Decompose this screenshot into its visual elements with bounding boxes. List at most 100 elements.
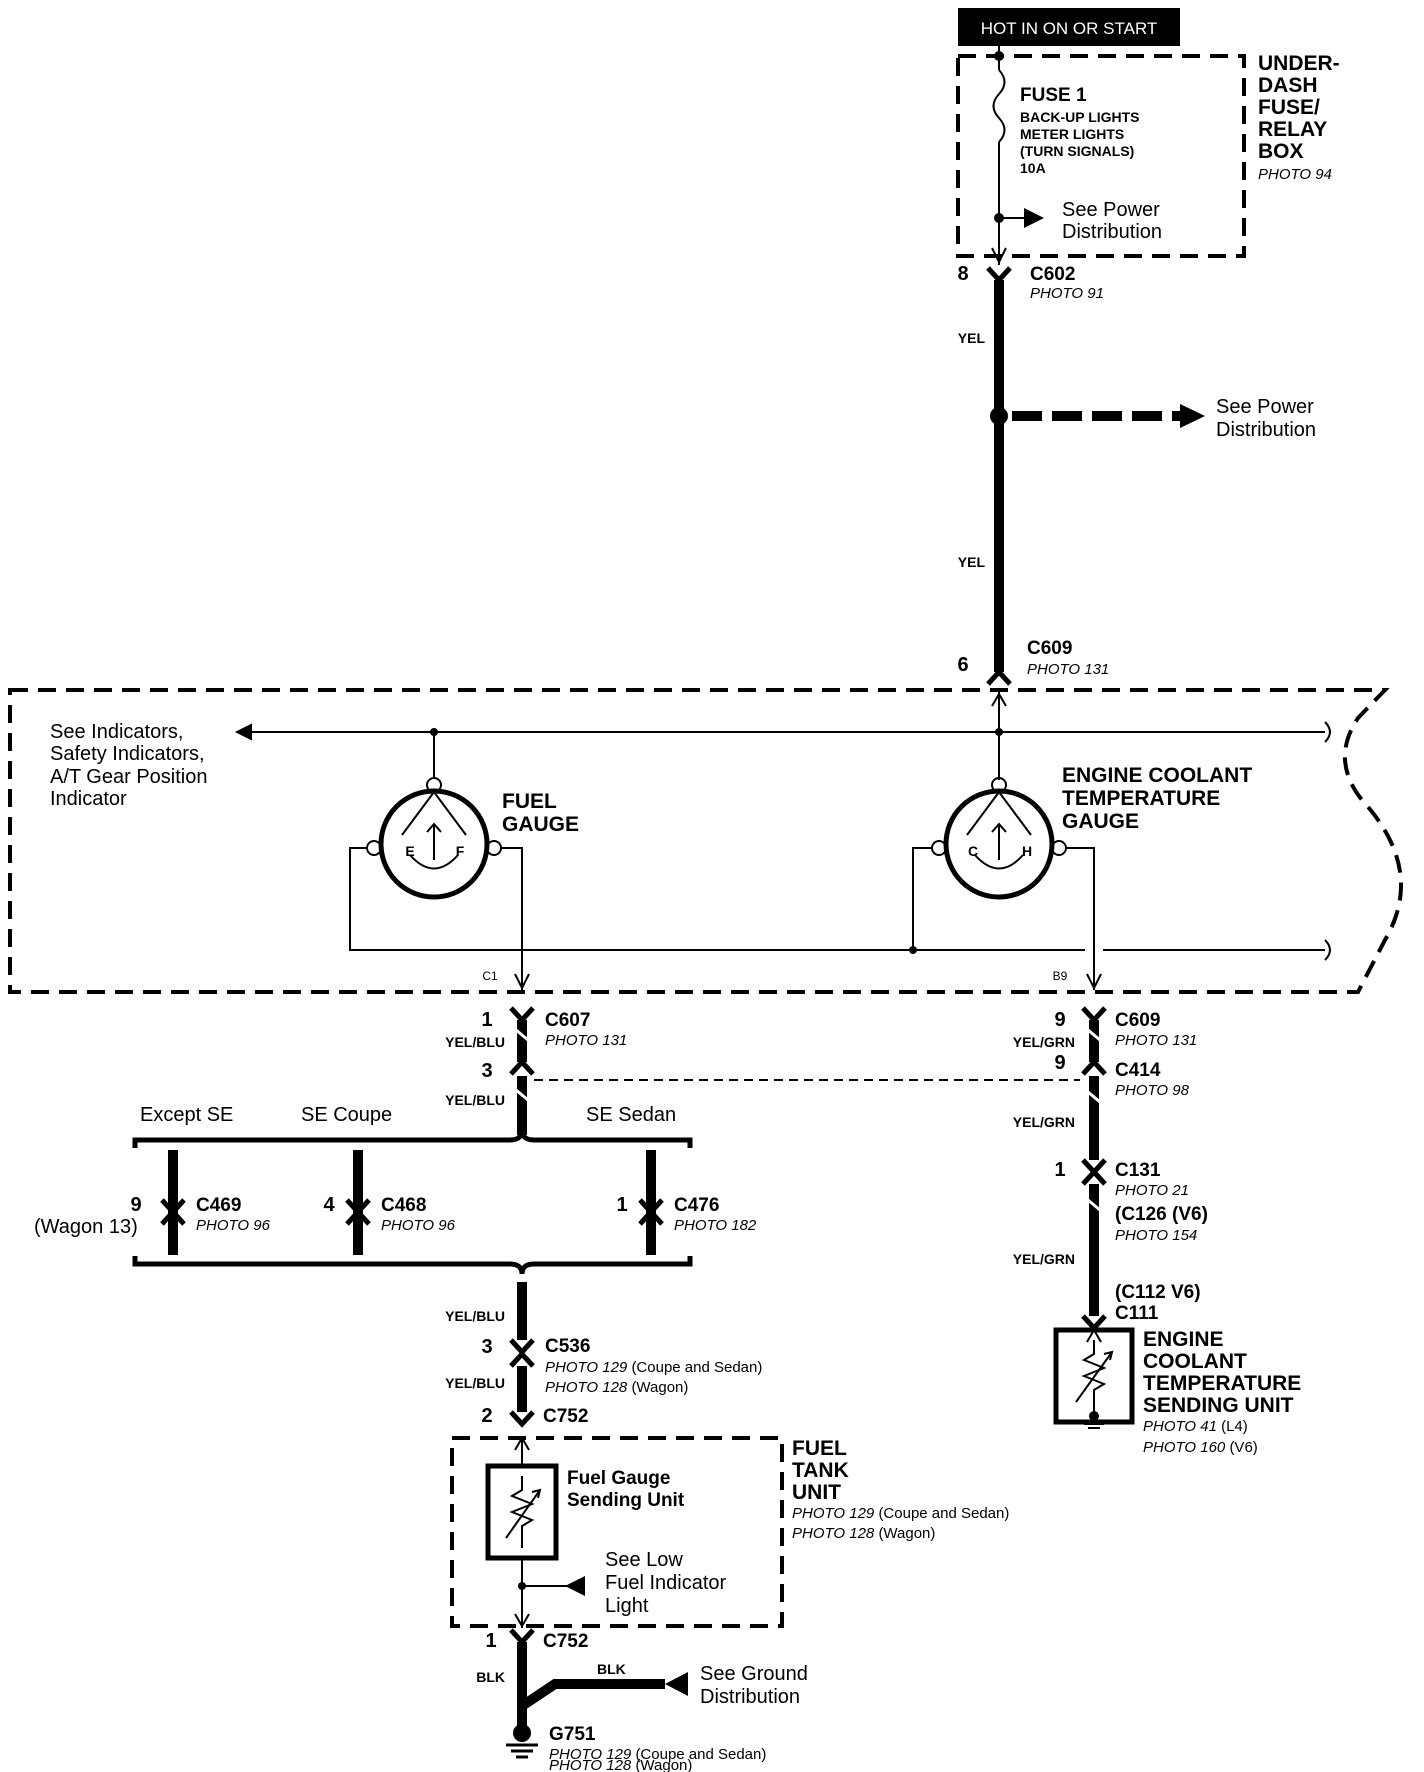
svg-text:8: 8 <box>957 263 968 285</box>
fuse-name: FUSE 1 <box>1020 85 1087 106</box>
svg-text:PHOTO 131: PHOTO 131 <box>545 1032 627 1049</box>
svg-text:TEMPERATURE: TEMPERATURE <box>1062 787 1220 810</box>
svg-text:PHOTO 154: PHOTO 154 <box>1115 1227 1197 1244</box>
fuse-top-splice <box>994 51 1004 61</box>
svg-text:1: 1 <box>481 1009 492 1031</box>
svg-text:YEL: YEL <box>958 554 986 570</box>
svg-text:RELAY: RELAY <box>1258 118 1327 141</box>
coolant-temperature-sending-unit <box>1053 1327 1135 1429</box>
svg-text:PHOTO 94: PHOTO 94 <box>1258 166 1332 183</box>
svg-text:Distribution: Distribution <box>1062 221 1162 243</box>
svg-text:1: 1 <box>1054 1159 1065 1181</box>
svg-text:F: F <box>456 843 465 859</box>
upper-yel-wire: 8 C602 PHOTO 91 YEL See Power Distributi… <box>957 263 1316 686</box>
svg-text:PHOTO 131: PHOTO 131 <box>1027 661 1109 678</box>
svg-text:Distribution: Distribution <box>700 1686 800 1708</box>
connector-c468: C468 <box>381 1195 426 1216</box>
connector-c602: C602 <box>1030 264 1075 285</box>
svg-text:PHOTO 160 (V6): PHOTO 160 (V6) <box>1143 1439 1258 1456</box>
svg-text:10A: 10A <box>1020 160 1046 176</box>
svg-text:METER LIGHTS: METER LIGHTS <box>1020 126 1124 142</box>
connector-c414: C414 <box>1115 1060 1161 1081</box>
svg-text:Light: Light <box>605 1595 649 1617</box>
svg-text:GAUGE: GAUGE <box>1062 810 1139 833</box>
svg-text:Distribution: Distribution <box>1216 419 1316 441</box>
svg-text:3: 3 <box>481 1060 492 1082</box>
connector-c476: C476 <box>674 1195 719 1216</box>
svg-text:Indicator: Indicator <box>50 788 127 810</box>
svg-text:PHOTO 91: PHOTO 91 <box>1030 285 1104 302</box>
svg-text:YEL/BLU: YEL/BLU <box>445 1375 505 1391</box>
ground-label: G751 <box>549 1724 596 1745</box>
gauge-assembly: See Indicators, Safety Indicators, A/T G… <box>8 688 1404 994</box>
svg-text:E: E <box>405 843 414 859</box>
fuel-gauge: E F FUEL GAUGE C1 <box>349 732 585 991</box>
svg-text:YEL/GRN: YEL/GRN <box>1013 1251 1075 1267</box>
hot-in-on-or-start-label: HOT IN ON OR START <box>958 8 1180 46</box>
svg-text:PHOTO 96: PHOTO 96 <box>381 1217 456 1234</box>
svg-text:A/T Gear Position: A/T Gear Position <box>50 766 207 788</box>
svg-text:PHOTO 41 (L4): PHOTO 41 (L4) <box>1143 1418 1248 1435</box>
svg-text:See Power: See Power <box>1216 396 1314 418</box>
svg-text:C1: C1 <box>482 969 498 983</box>
coolant-temperature-gauge: C H ENGINE COOLANT TEMPERATURE GAUGE B9 <box>912 732 1252 991</box>
fuse-symbol <box>992 69 1006 143</box>
svg-text:YEL: YEL <box>958 330 986 346</box>
svg-text:PHOTO 128 (Wagon): PHOTO 128 (Wagon) <box>545 1379 688 1396</box>
svg-text:PHOTO 128 (Wagon): PHOTO 128 (Wagon) <box>549 1757 692 1772</box>
fuel-tank-unit-label: FUEL <box>792 1437 847 1460</box>
svg-text:TEMPERATURE: TEMPERATURE <box>1143 1372 1301 1395</box>
svg-text:YEL/GRN: YEL/GRN <box>1013 1114 1075 1130</box>
svg-text:Sending Unit: Sending Unit <box>567 1490 685 1511</box>
variant-se-sedan: SE Sedan <box>586 1104 676 1126</box>
svg-text:PHOTO 131: PHOTO 131 <box>1115 1032 1197 1049</box>
svg-text:PHOTO 128 (Wagon): PHOTO 128 (Wagon) <box>792 1525 935 1542</box>
svg-text:Fuel Indicator: Fuel Indicator <box>605 1572 727 1594</box>
svg-text:C: C <box>968 843 978 859</box>
svg-text:See Low: See Low <box>605 1549 683 1571</box>
svg-text:YEL/BLU: YEL/BLU <box>445 1034 505 1050</box>
svg-text:9: 9 <box>1054 1009 1065 1031</box>
svg-text:PHOTO 129 (Coupe and Sedan): PHOTO 129 (Coupe and Sedan) <box>549 1746 766 1763</box>
sending-unit-label: Fuel Gauge <box>567 1468 670 1489</box>
splice-power <box>990 407 1008 425</box>
svg-text:PHOTO 129 (Coupe and Sedan): PHOTO 129 (Coupe and Sedan) <box>792 1505 1009 1522</box>
under-dash-fuse-box: FUSE 1 BACK-UP LIGHTS METER LIGHTS (TURN… <box>956 46 1340 265</box>
connector-c752-bottom: C752 <box>543 1631 588 1652</box>
svg-text:H: H <box>1022 843 1032 859</box>
svg-text:GAUGE: GAUGE <box>502 813 579 836</box>
sending-unit-title: ENGINE <box>1143 1328 1224 1351</box>
connector-c536: C536 <box>545 1336 590 1357</box>
svg-text:PHOTO 182: PHOTO 182 <box>674 1217 757 1234</box>
connector-c607: C607 <box>545 1010 590 1031</box>
svg-text:YEL/BLU: YEL/BLU <box>445 1308 505 1324</box>
temperature-circuit: 9 C609 PHOTO 131 YEL/GRN 9 C414 PHOTO 98… <box>1013 1006 1301 1456</box>
svg-text:PHOTO 98: PHOTO 98 <box>1115 1082 1190 1099</box>
svg-text:1: 1 <box>485 1630 496 1652</box>
svg-text:See Indicators,: See Indicators, <box>50 721 183 743</box>
svg-text:DASH: DASH <box>1258 74 1318 97</box>
svg-text:PHOTO 129 (Coupe and Sedan): PHOTO 129 (Coupe and Sedan) <box>545 1359 762 1376</box>
svg-text:BLK: BLK <box>476 1669 505 1685</box>
connector-c609-bottom: C609 <box>1115 1010 1160 1031</box>
coolant-gauge-label: ENGINE COOLANT <box>1062 764 1252 787</box>
svg-text:YEL/BLU: YEL/BLU <box>445 1092 505 1108</box>
svg-text:1: 1 <box>616 1194 627 1216</box>
variant-except-se: Except SE <box>140 1104 233 1126</box>
fuel-circuit: 1 C607 PHOTO 131 YEL/BLU 3 YEL/BLU Excep… <box>34 1006 1080 1772</box>
svg-text:(TURN SIGNALS): (TURN SIGNALS) <box>1020 143 1134 159</box>
connector-c609-top: C609 <box>1027 638 1072 659</box>
svg-text:PHOTO 21: PHOTO 21 <box>1115 1182 1189 1199</box>
variant-se-coupe: SE Coupe <box>301 1104 392 1126</box>
svg-text:BACK-UP LIGHTS: BACK-UP LIGHTS <box>1020 109 1140 125</box>
fuel-tank-unit: Fuel Gauge Sending Unit See Low Fuel Ind… <box>450 1436 1009 1628</box>
fuse-box-title: UNDER- <box>1258 52 1340 75</box>
svg-text:B9: B9 <box>1053 969 1068 983</box>
connector-c112: (C112 V6) <box>1115 1282 1201 1303</box>
svg-text:6: 6 <box>957 654 968 676</box>
svg-text:SENDING UNIT: SENDING UNIT <box>1143 1394 1294 1417</box>
svg-text:See Ground: See Ground <box>700 1663 808 1685</box>
connector-c126: (C126 (V6) <box>1115 1204 1208 1225</box>
svg-text:PHOTO 96: PHOTO 96 <box>196 1217 271 1234</box>
